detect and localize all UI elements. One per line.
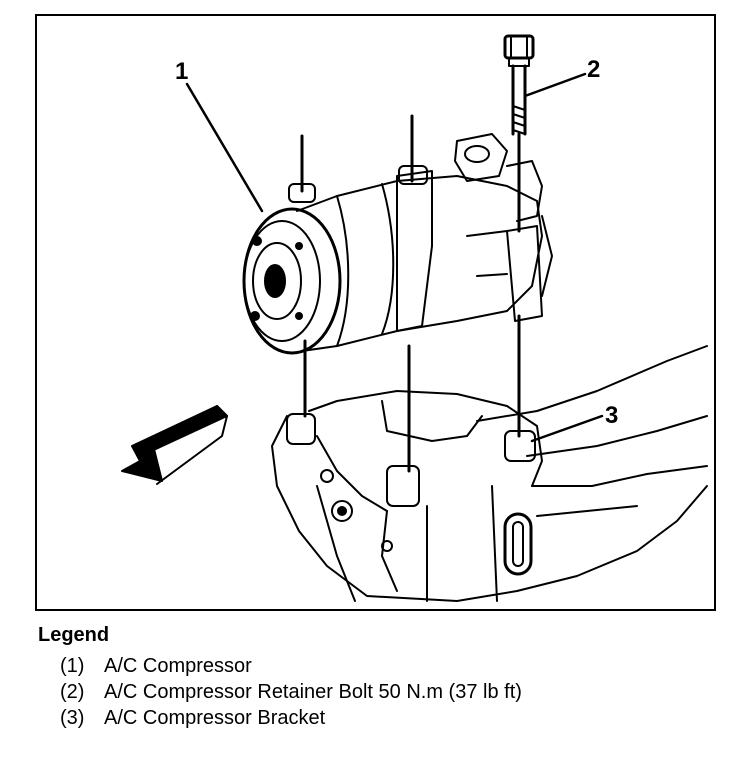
callout-3: 3: [605, 402, 619, 429]
legend-item-text: A/C Compressor Retainer Bolt 50 N.m (37 …: [104, 681, 522, 703]
diagram-frame: 1 2 3: [35, 14, 716, 611]
front-direction-arrow-icon: [121, 405, 228, 485]
legend-item-number: (3): [60, 707, 85, 729]
engine-block: [271, 345, 708, 602]
legend-item-number: (1): [60, 655, 85, 677]
legend-list: (1) A/C Compressor (2) A/C Compressor Reta…: [38, 653, 728, 731]
callout-2: 2: [587, 56, 601, 83]
legend-item-text: A/C Compressor: [104, 655, 252, 677]
retainer-bolt: [503, 34, 535, 136]
legend-item: (1) A/C Compressor: [60, 653, 728, 679]
legend-title: Legend: [38, 624, 110, 646]
compressor: [242, 133, 553, 355]
legend-item: (3) A/C Compressor Bracket: [60, 705, 728, 731]
alignment-lines: [300, 114, 521, 473]
legend: Legend (1) A/C Compressor (2) A/C Compress…: [38, 624, 728, 731]
compressor-illustration: [121, 34, 708, 602]
callout-1: 1: [175, 58, 189, 85]
callout-leaders: [185, 72, 604, 443]
legend-item-number: (2): [60, 681, 85, 703]
legend-item-text: A/C Compressor Bracket: [104, 707, 326, 729]
legend-item: (2) A/C Compressor Retainer Bolt 50 N.m (…: [60, 679, 728, 705]
